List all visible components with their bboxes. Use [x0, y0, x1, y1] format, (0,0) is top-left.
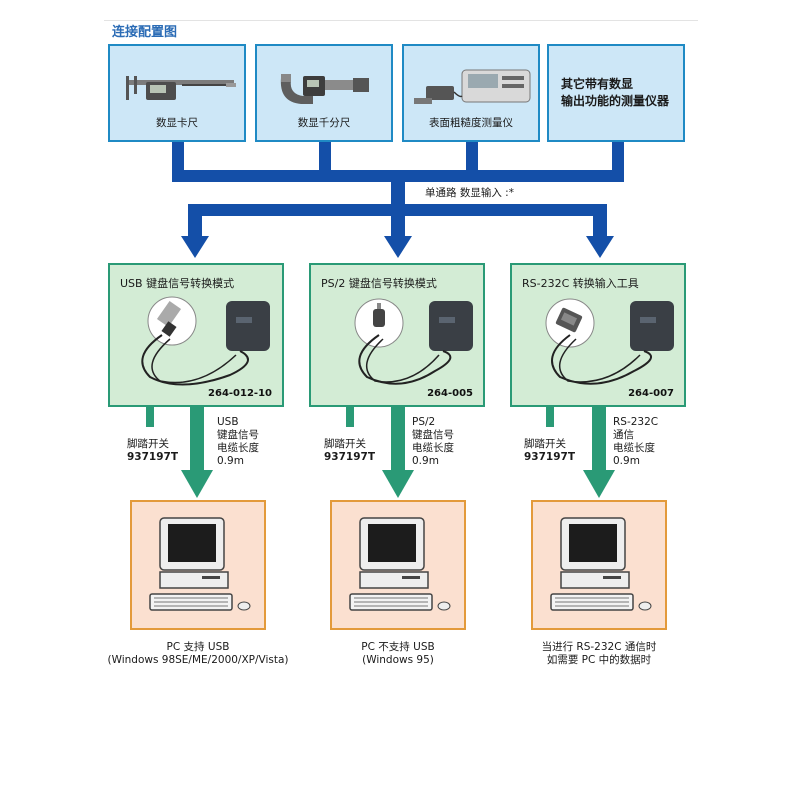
cable-length-value: 0.9m [217, 455, 244, 467]
converter-title: RS-232C 转换输入工具 [522, 277, 639, 290]
cable-length-label: 电缆长度 [217, 442, 259, 454]
foot-switch-code: 937197T [524, 451, 575, 463]
cable-signal: 键盘信号 [412, 429, 454, 441]
foot-switch-name: 脚踏开关 [127, 438, 169, 450]
pc-cable-stem [592, 407, 606, 472]
bus-branch-right [593, 204, 607, 236]
cable-length-value: 0.9m [613, 455, 640, 467]
cable-spec: RS-232C 通信 电缆长度 0.9m [613, 416, 658, 468]
db9-plug-icon [555, 307, 583, 333]
foot-switch-stem [146, 407, 154, 427]
foot-switch-label: 脚踏开关 937197T [524, 438, 575, 464]
converter-title: PS/2 键盘信号转换模式 [321, 277, 437, 290]
cable-type: RS-232C [613, 416, 659, 428]
cable-length-label: 电缆长度 [613, 442, 655, 454]
cable-signal: 通信 [613, 429, 634, 441]
converter-model-number: 264-012-10 [208, 388, 272, 399]
caliper-icon [126, 76, 236, 100]
cable-signal: 键盘信号 [217, 429, 259, 441]
foot-switch-label: 脚踏开关 937197T [324, 438, 375, 464]
converter-model-number: 264-005 [427, 388, 473, 399]
instrument-roughness-tester: 表面粗糙度测量仪 [402, 44, 540, 142]
converter-device-image [545, 298, 674, 385]
usb-plug-icon [156, 300, 182, 337]
instrument-label-line1: 其它带有数显 [561, 77, 634, 91]
bus-arrowheads [181, 236, 614, 258]
pc-caption-line2: 如需要 PC 中的数据时 [546, 654, 652, 666]
pc-caption-rs232c: 当进行 RS-232C 通信时 如需要 PC 中的数据时 [499, 641, 699, 667]
cable-spec: PS/2 键盘信号 电缆长度 0.9m [412, 416, 454, 468]
computer-icon [550, 517, 652, 611]
foot-switch-code: 937197T [127, 451, 178, 463]
instrument-label: 数显千分尺 [297, 117, 351, 129]
instrument-other: 其它带有数显 输出功能的测量仪器 [547, 44, 685, 142]
bus-branch-middle [391, 204, 405, 236]
cable-length-value: 0.9m [412, 455, 439, 467]
bus-arrow-middle-icon [384, 236, 412, 258]
micrometer-icon [280, 74, 369, 104]
instrument-label: 表面粗糙度测量仪 [429, 117, 513, 129]
foot-switch-stem [346, 407, 354, 427]
instrument-label-line2: 输出功能的测量仪器 [561, 94, 670, 108]
pc-caption-line1: PC 不支持 USB [361, 641, 435, 653]
cable-length-label: 电缆长度 [412, 442, 454, 454]
pc-cable-stem [190, 407, 204, 472]
pc-arrow-middle-icon [382, 470, 414, 498]
foot-switch-label: 脚踏开关 937197T [127, 438, 178, 464]
cable-type: USB [217, 416, 239, 428]
foot-switch-name: 脚踏开关 [324, 438, 366, 450]
instrument-caliper: 数显卡尺 [108, 44, 246, 142]
ps2-plug-icon [373, 303, 385, 327]
pc-caption-line1: PC 支持 USB [166, 641, 230, 653]
computer-icon [149, 517, 251, 611]
instrument-micrometer: 数显千分尺 [255, 44, 393, 142]
title-rule [104, 20, 698, 21]
pc-box-ps2 [330, 500, 466, 630]
cable-type: PS/2 [412, 416, 436, 428]
converter-usb: USB 键盘信号转换模式 264-012-10 [108, 263, 284, 407]
bus-branch-left [188, 204, 202, 236]
pc-cable-stem [391, 407, 405, 472]
pc-caption-line2: (Windows 95) [362, 654, 434, 666]
bus-arrow-left-icon [181, 236, 209, 258]
converter-title: USB 键盘信号转换模式 [120, 277, 235, 290]
cable-spec: USB 键盘信号 电缆长度 0.9m [217, 416, 259, 468]
converter-model-number: 264-007 [628, 388, 674, 399]
pc-caption-usb: PC 支持 USB (Windows 98SE/ME/2000/XP/Vista… [98, 641, 298, 667]
foot-switch-stem [546, 407, 554, 427]
converter-ps2: PS/2 键盘信号转换模式 264-005 [309, 263, 485, 407]
pc-arrow-left-icon [181, 470, 213, 498]
converter-device-image [141, 296, 270, 386]
pc-box-usb [130, 500, 266, 630]
bus-label: 单通路 数显输入 :* [425, 187, 514, 199]
bus-arrow-right-icon [586, 236, 614, 258]
roughness-tester-icon [414, 69, 531, 104]
pc-caption-line1: 当进行 RS-232C 通信时 [541, 641, 657, 653]
pc-arrowheads [181, 470, 615, 498]
instrument-label: 数显卡尺 [156, 117, 198, 129]
pc-caption-ps2: PC 不支持 USB (Windows 95) [298, 641, 498, 667]
foot-switch-name: 脚踏开关 [524, 438, 566, 450]
computer-icon [349, 517, 451, 611]
page-title: 连接配置图 [112, 25, 178, 40]
pc-arrow-right-icon [583, 470, 615, 498]
pc-box-rs232c [531, 500, 667, 630]
pc-caption-line2: (Windows 98SE/ME/2000/XP/Vista) [107, 654, 289, 666]
converter-device-image [354, 298, 473, 385]
converter-rs232c: RS-232C 转换输入工具 264-007 [510, 263, 686, 407]
foot-switch-code: 937197T [324, 451, 375, 463]
